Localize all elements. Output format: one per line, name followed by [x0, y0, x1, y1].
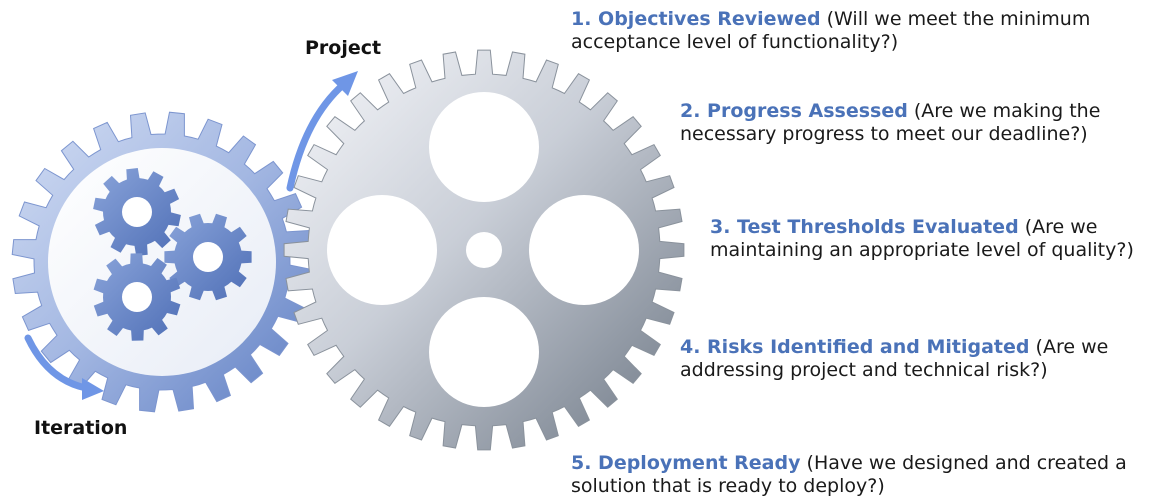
- item-objectives-reviewed: 1. Objectives Reviewed (Will we meet the…: [571, 8, 1131, 54]
- project-gear-hole-left: [327, 195, 437, 305]
- mini-gear-right-hub: [193, 242, 223, 272]
- item-body: (Are we addressing project and technical…: [680, 336, 1109, 381]
- mini-gear-top-hub: [122, 197, 152, 227]
- item-heading: 5. Deployment Ready: [571, 452, 801, 474]
- project-gear-hole-top: [429, 92, 539, 202]
- item-risks-identified: 4. Risks Identified and Mitigated (Are w…: [680, 336, 1140, 382]
- item-heading: 2. Progress Assessed: [680, 100, 908, 122]
- item-test-thresholds-evaluated: 3. Test Thresholds Evaluated (Are we mai…: [710, 216, 1150, 262]
- mini-gear-bottom-hub: [122, 282, 152, 312]
- item-heading: 3. Test Thresholds Evaluated: [710, 216, 1019, 238]
- project-label: Project: [305, 37, 382, 59]
- project-gear-hole-right: [529, 195, 639, 305]
- item-deployment-ready: 5. Deployment Ready (Have we designed an…: [571, 452, 1131, 498]
- mini-gears: [93, 168, 252, 341]
- project-gear-hub-hole: [466, 232, 502, 268]
- iteration-label: Iteration: [34, 417, 128, 439]
- item-heading: 1. Objectives Reviewed: [571, 8, 821, 30]
- item-progress-assessed: 2. Progress Assessed (Are we making the …: [680, 100, 1150, 146]
- project-arrow: [286, 71, 358, 192]
- item-body: (Have we designed and created a solution…: [571, 452, 1127, 497]
- project-gear-hole-bottom: [429, 297, 539, 407]
- item-heading: 4. Risks Identified and Mitigated: [680, 336, 1030, 358]
- project-gear: [283, 49, 685, 451]
- item-body: (Will we meet the minimum acceptance lev…: [571, 8, 1091, 53]
- item-body: (Are we making the necessary progress to…: [680, 100, 1101, 145]
- iteration-gear: [11, 111, 313, 413]
- item-body: (Are we maintaining an appropriate level…: [710, 216, 1134, 261]
- iteration-arrow: [24, 334, 104, 400]
